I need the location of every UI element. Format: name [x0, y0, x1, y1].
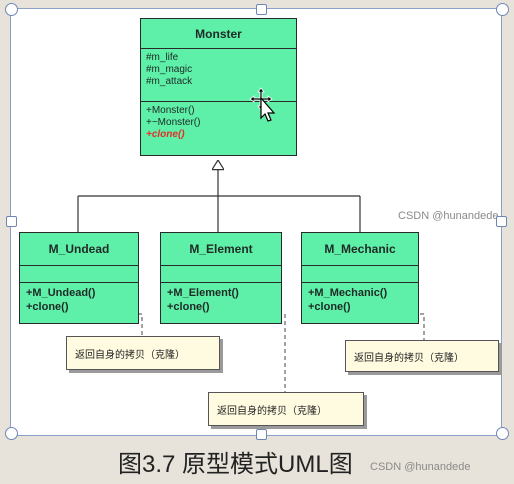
resize-handle-top-center[interactable]	[256, 4, 267, 15]
note-undead[interactable]: 返回自身的拷贝（克隆）	[66, 336, 220, 370]
operation: +~Monster()	[146, 117, 201, 128]
figure-caption: 图3.7 原型模式UML图	[118, 451, 353, 478]
class-m-element[interactable]: M_Element +M_Element() +clone()	[160, 232, 282, 324]
operation: +M_Undead()	[26, 287, 96, 299]
operation: +Monster()	[146, 105, 195, 116]
attribute: #m_life	[146, 52, 179, 63]
class-m-mechanic[interactable]: M_Mechanic +M_Mechanic() +clone()	[301, 232, 419, 324]
class-attributes	[302, 266, 418, 283]
resize-handle-bottom-left[interactable]	[5, 427, 18, 440]
watermark: CSDN @hunandede	[370, 461, 471, 473]
class-m-undead[interactable]: M_Undead +M_Undead() +clone()	[19, 232, 139, 324]
abstract-operation: +clone()	[146, 129, 185, 140]
class-name: M_Undead	[20, 233, 138, 266]
operation: +clone()	[167, 301, 210, 313]
class-operations: +M_Undead() +clone()	[20, 283, 138, 317]
resize-handle-middle-right[interactable]	[496, 216, 507, 227]
operation: +M_Element()	[167, 287, 239, 299]
class-operations: +M_Element() +clone()	[161, 283, 281, 317]
resize-handle-top-right[interactable]	[496, 3, 509, 16]
operation: +clone()	[308, 301, 351, 313]
note-link-undead	[82, 313, 143, 336]
class-operations: +M_Mechanic() +clone()	[302, 283, 418, 317]
class-name: M_Mechanic	[302, 233, 418, 266]
attribute: #m_magic	[146, 64, 193, 75]
class-attributes	[161, 266, 281, 283]
class-monster[interactable]: Monster #m_life #m_magic #m_attack +Mons…	[140, 18, 297, 156]
resize-handle-bottom-center[interactable]	[256, 429, 267, 440]
class-operations: +Monster() +~Monster() +clone()	[141, 102, 296, 144]
note-element[interactable]: 返回自身的拷贝（克隆）	[208, 392, 364, 426]
resize-handle-middle-left[interactable]	[6, 216, 17, 227]
note-link-mechanic	[364, 313, 425, 340]
move-cursor-icon	[249, 87, 276, 122]
class-name: Monster	[141, 19, 296, 49]
watermark: CSDN @hunandede	[398, 210, 499, 222]
attribute: #m_attack	[146, 76, 193, 87]
resize-handle-top-left[interactable]	[5, 3, 18, 16]
class-name: M_Element	[161, 233, 281, 266]
class-attributes	[20, 266, 138, 283]
operation: +M_Mechanic()	[308, 287, 388, 299]
class-attributes: #m_life #m_magic #m_attack	[141, 49, 296, 102]
note-link-element	[222, 313, 286, 392]
resize-handle-bottom-right[interactable]	[496, 427, 509, 440]
note-mechanic[interactable]: 返回自身的拷贝（克隆）	[345, 340, 499, 372]
operation: +clone()	[26, 301, 69, 313]
